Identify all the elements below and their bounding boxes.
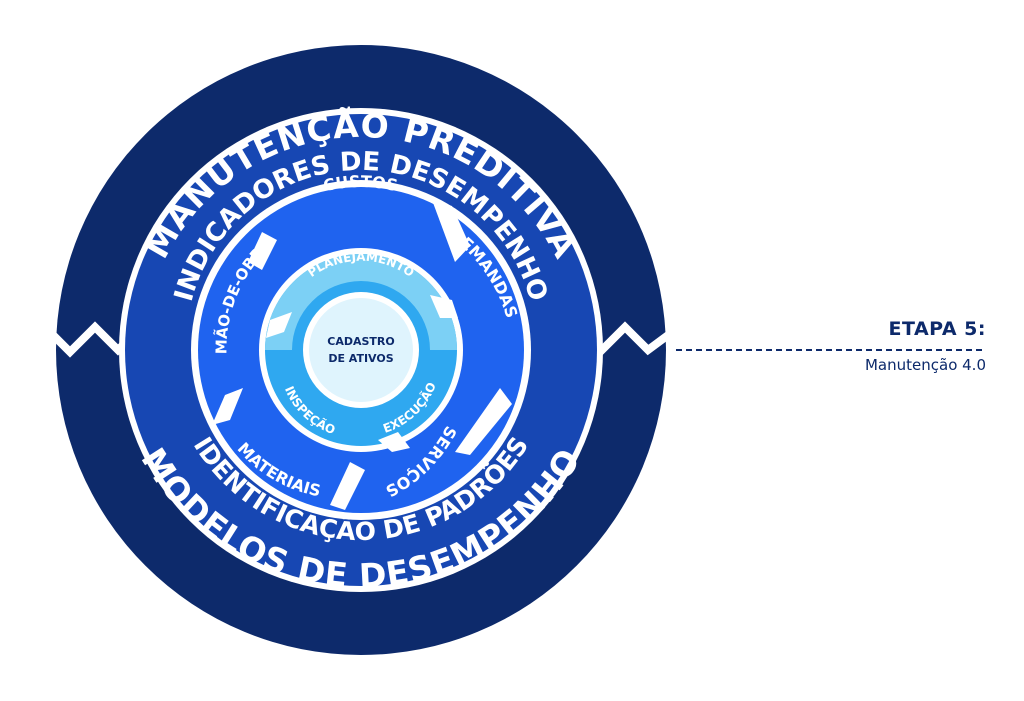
inner-ring-highlight [265,254,457,350]
center-disc [309,298,413,402]
center-line-2: DE ATIVOS [328,352,393,365]
stage-subtitle: Manutenção 4.0 [864,356,986,374]
center-line-1: CADASTRO [327,335,394,348]
cycle-arrow-separators [212,200,512,510]
stage-title: ETAPA 5: [888,318,986,340]
inner-arrow-separators [266,295,458,452]
